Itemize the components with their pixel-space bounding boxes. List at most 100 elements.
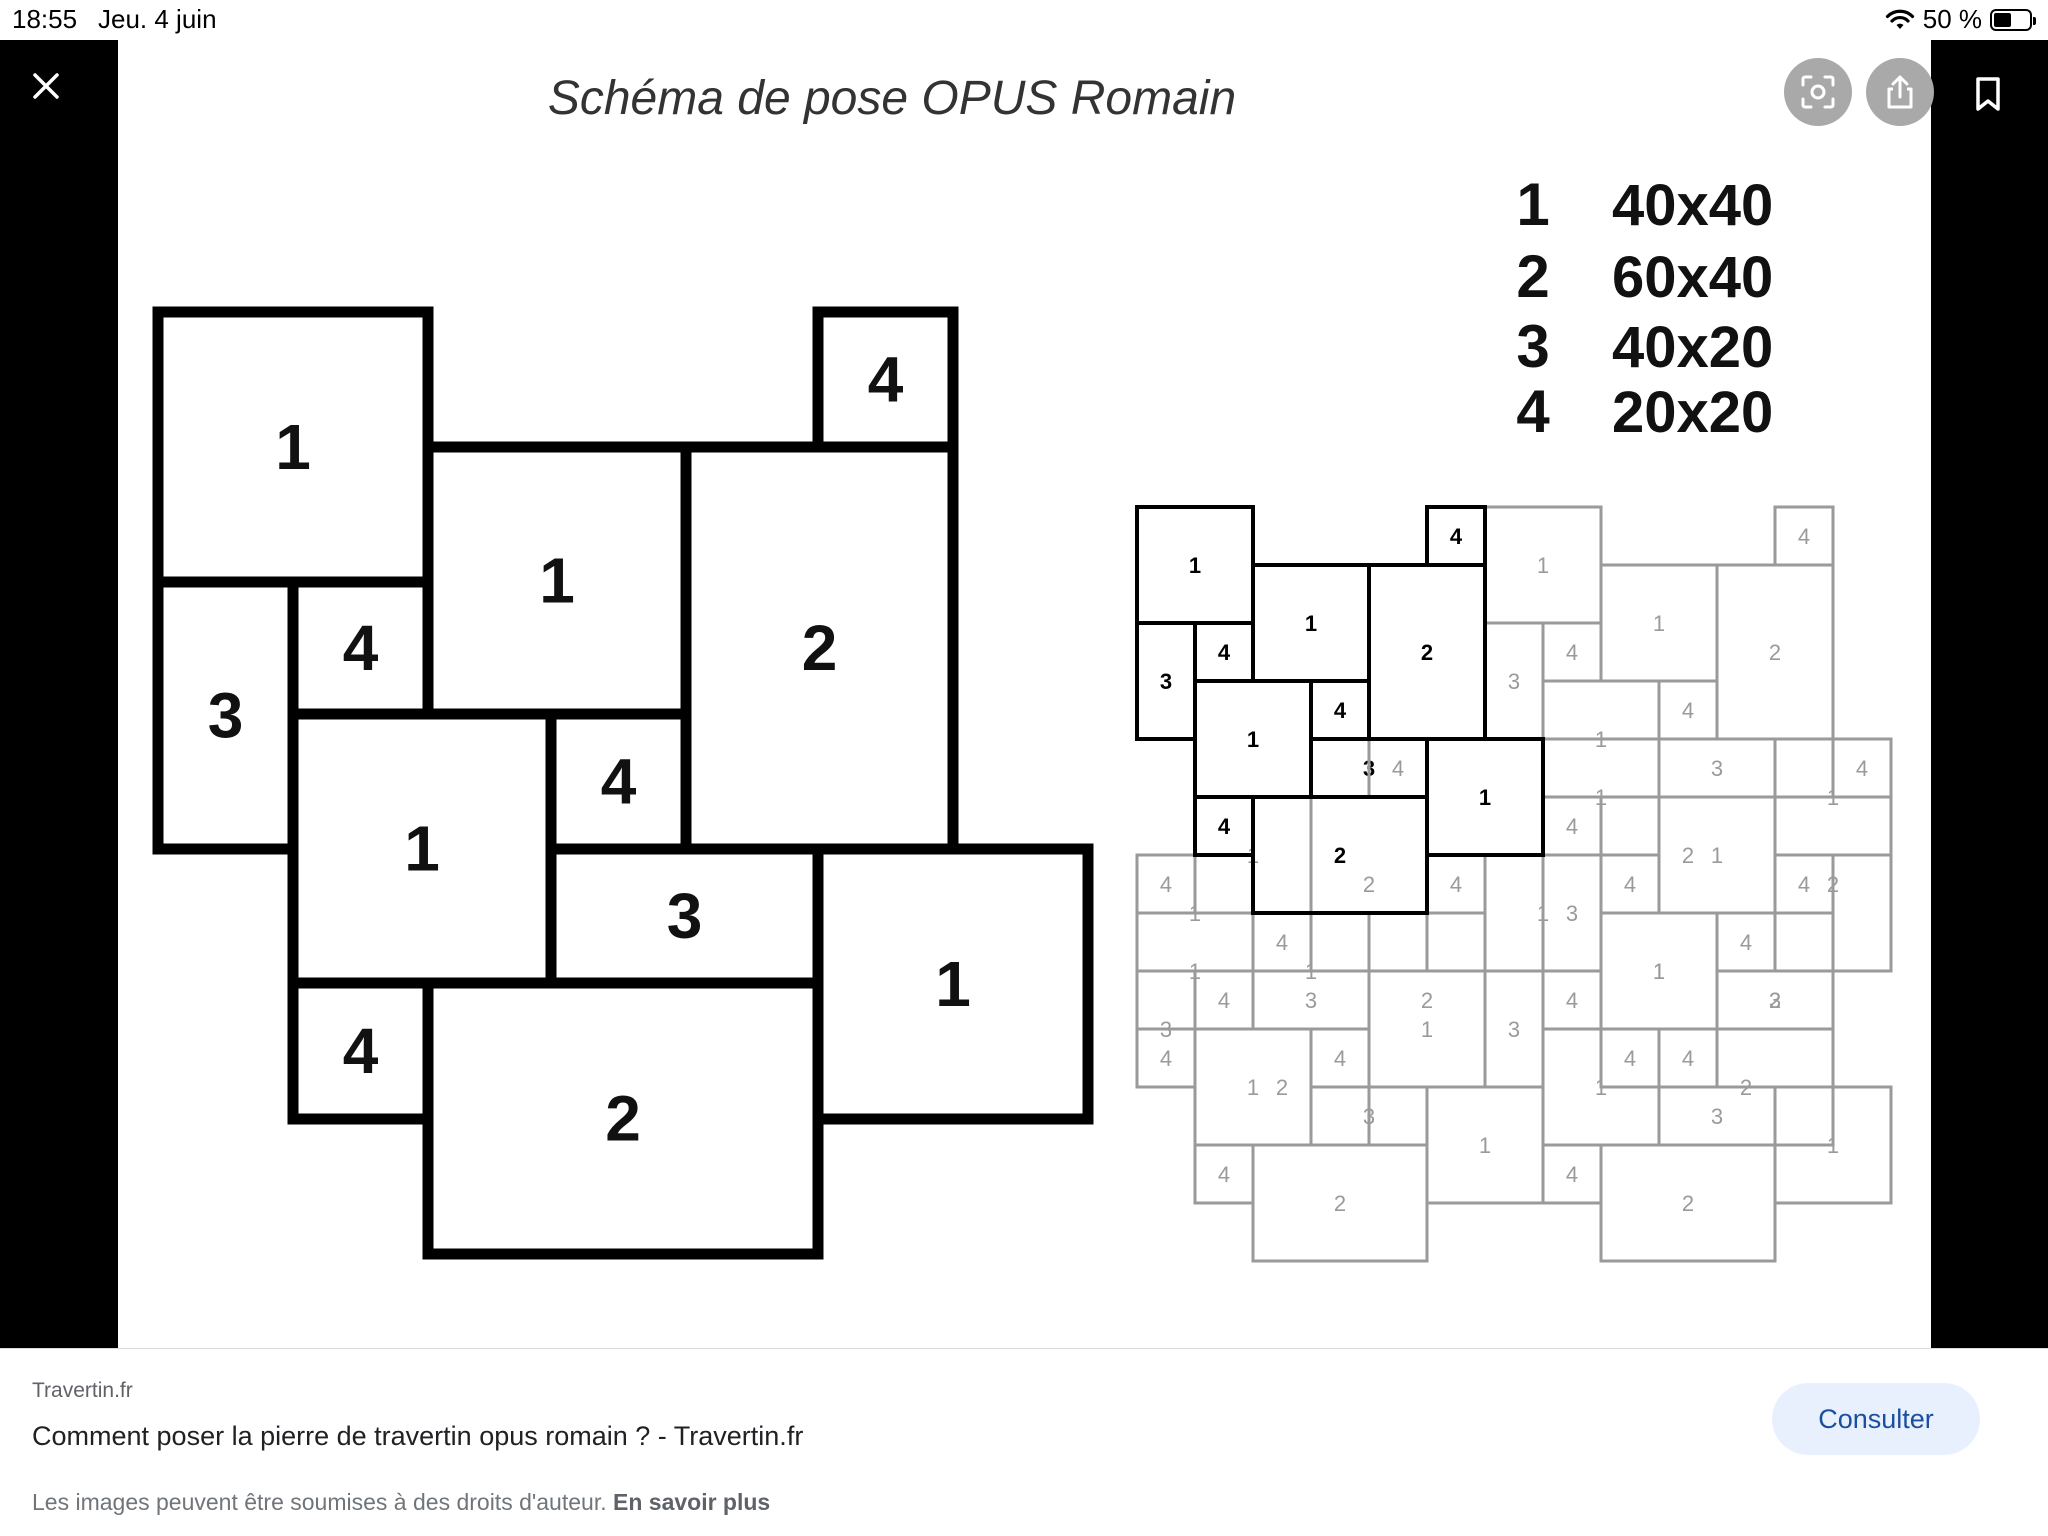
small-tile-label: 2 — [1769, 988, 1781, 1013]
small-tile-label: 4 — [1566, 988, 1578, 1013]
small-tile-label: 4 — [1624, 1046, 1636, 1071]
small-tile-label: 2 — [1682, 843, 1694, 868]
small-tile-label: 1 — [1247, 727, 1259, 752]
tiled-pattern: 1412341431421412341431421412341431421412… — [1135, 505, 1893, 1263]
learn-more-link[interactable]: En savoir plus — [613, 1489, 771, 1515]
battery-level — [1994, 12, 2011, 27]
small-tile-label: 4 — [1218, 988, 1230, 1013]
small-tile-label: 4 — [1682, 698, 1694, 723]
battery-icon — [1990, 8, 2036, 31]
small-tile-label: 3 — [1508, 1017, 1520, 1042]
small-tile-label: 4 — [1160, 1046, 1172, 1071]
small-tile-label: 4 — [1334, 1046, 1346, 1071]
small-tile-label: 4 — [1218, 814, 1231, 839]
tile-label: 4 — [601, 746, 637, 818]
small-tile-label: 2 — [1682, 1191, 1694, 1216]
tile-4 — [545, 708, 692, 855]
small-tile-label: 4 — [1566, 1162, 1578, 1187]
small-tile-label: 2 — [1769, 640, 1781, 665]
legend: 1 40x40 2 60x40 3 40x20 4 20x20 — [1516, 171, 1773, 445]
tile-label: 4 — [343, 1015, 379, 1087]
legend-number: 4 — [1516, 378, 1550, 445]
share-button[interactable] — [1866, 58, 1934, 126]
status-bar: 18:55 Jeu. 4 juin 50 % — [0, 0, 2048, 40]
tile-2 — [422, 977, 824, 1260]
tile-label: 3 — [208, 680, 244, 752]
tile-2 — [680, 441, 959, 855]
small-tile-label: 4 — [1682, 1046, 1694, 1071]
small-tile-label: 4 — [1740, 930, 1752, 955]
small-tile-label: 2 — [1740, 1075, 1752, 1100]
opus-romain-diagram: Schéma de pose OPUS Romain 1 40x40 2 60x40 3… — [152, 72, 1893, 1263]
wifi-icon — [1885, 9, 1914, 29]
small-tile-label: 4 — [1218, 640, 1231, 665]
status-date: Jeu. 4 juin — [98, 4, 217, 34]
small-tile-label: 4 — [1624, 872, 1636, 897]
tile-label: 1 — [539, 545, 575, 617]
small-tile-label: 4 — [1450, 872, 1462, 897]
small-tile-label: 4 — [1450, 524, 1463, 549]
legend-number: 3 — [1516, 313, 1549, 380]
small-tile-label: 1 — [1479, 785, 1491, 810]
legend-size: 40x20 — [1612, 315, 1773, 380]
small-tile-label: 1 — [1653, 611, 1665, 636]
small-tile-label: 4 — [1218, 1162, 1230, 1187]
small-tile-label: 3 — [1160, 669, 1172, 694]
tile-label: 1 — [275, 411, 311, 483]
tile-label: 1 — [935, 948, 971, 1020]
status-time: 18:55 — [12, 4, 78, 34]
small-tile-label: 4 — [1334, 698, 1347, 723]
small-tile-label: 4 — [1798, 872, 1810, 897]
small-tile-label: 1 — [1479, 1133, 1491, 1158]
small-tile-label: 2 — [1334, 843, 1346, 868]
small-tile-label: 3 — [1769, 988, 1781, 1013]
small-tile-label: 3 — [1566, 901, 1578, 926]
small-tile-label: 1 — [1421, 1017, 1433, 1042]
small-tile-label: 4 — [1392, 756, 1404, 781]
tile-label: 1 — [404, 813, 440, 885]
small-tile-label: 4 — [1276, 930, 1288, 955]
consult-button[interactable]: Consulter — [1772, 1383, 1980, 1455]
small-tile-2 — [1193, 1027, 1371, 1147]
small-tile-label: 2 — [1827, 872, 1839, 897]
source-name[interactable]: Travertin.fr — [32, 1379, 133, 1402]
legend-size: 60x40 — [1612, 245, 1773, 310]
share-icon — [1887, 75, 1913, 109]
bookmark-button[interactable] — [1964, 68, 2012, 120]
small-tile-label: 3 — [1305, 988, 1317, 1013]
small-tile-label: 3 — [1711, 756, 1723, 781]
small-tile-label: 1 — [1247, 1075, 1259, 1100]
close-button[interactable] — [22, 62, 70, 110]
legend-size: 40x40 — [1612, 173, 1773, 238]
small-tile-label: 1 — [1537, 553, 1549, 578]
small-tile-2 — [1657, 1027, 1835, 1147]
small-tile-label: 3 — [1508, 669, 1520, 694]
image-viewer: Schéma de pose OPUS Romain 1 40x40 2 60x40 3… — [0, 40, 2048, 1348]
small-tile-label: 1 — [1653, 959, 1665, 984]
lens-button[interactable] — [1784, 58, 1852, 126]
small-tile-label: 1 — [1189, 553, 1201, 578]
status-indicators: 50 % — [1885, 4, 2036, 35]
small-tile-label: 1 — [1711, 843, 1723, 868]
small-tile-label: 1 — [1653, 959, 1665, 984]
close-icon — [33, 73, 59, 99]
tile-3 — [152, 576, 299, 855]
legend-number: 2 — [1516, 243, 1549, 310]
small-tile-outline — [1251, 795, 1429, 915]
tile-label: 4 — [343, 612, 379, 684]
small-tile-label: 3 — [1711, 1104, 1723, 1129]
page-title-link[interactable]: Comment poser la pierre de travertin opu… — [32, 1421, 804, 1451]
image-preview[interactable]: Schéma de pose OPUS Romain 1 40x40 2 60x40 3… — [118, 40, 1931, 1348]
small-tile-label: 4 — [1566, 640, 1578, 665]
small-tile-label: 1 — [1189, 959, 1201, 984]
small-tile-label: 2 — [1334, 1191, 1346, 1216]
copyright-notice: Les images peuvent être soumises à des d… — [32, 1489, 770, 1516]
legend-number: 1 — [1516, 171, 1549, 238]
small-tile-label: 2 — [1421, 640, 1433, 665]
diagram-title: Schéma de pose OPUS Romain — [548, 72, 1236, 125]
legend-size: 20x20 — [1612, 380, 1773, 445]
tile-4 — [287, 576, 434, 720]
info-panel: Travertin.fr Comment poser la pierre de … — [0, 1348, 2048, 1536]
tile-label: 2 — [605, 1083, 641, 1155]
small-tile-label: 2 — [1421, 988, 1433, 1013]
